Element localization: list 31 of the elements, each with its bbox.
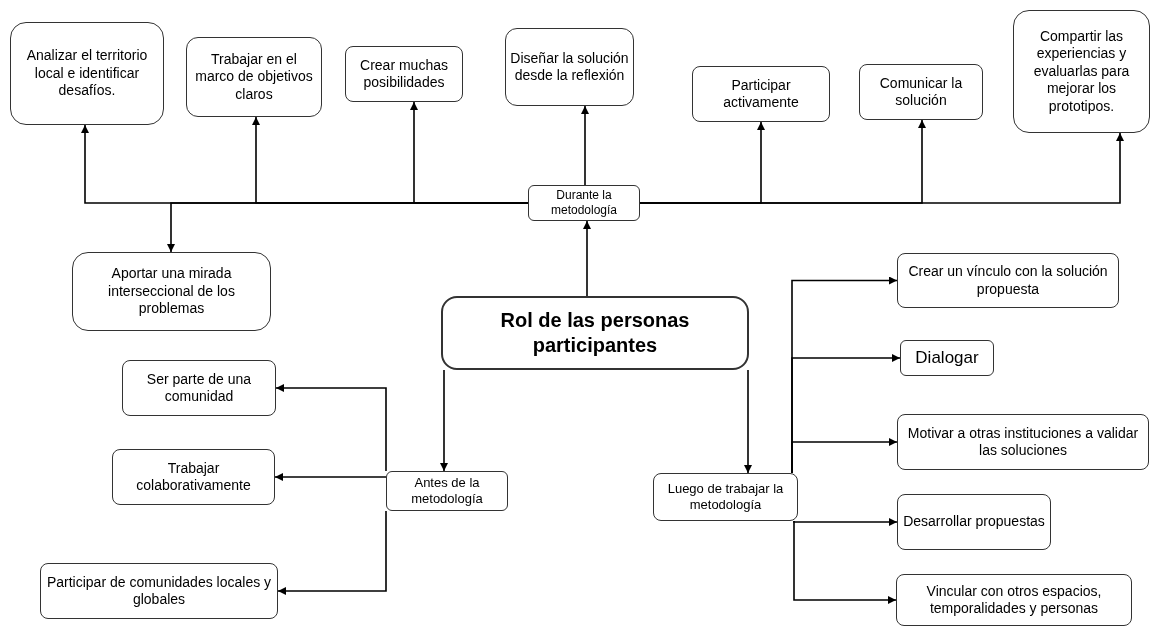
rounded-box: Dialogar: [900, 340, 994, 376]
rounded-box: Rol de las personas participantes: [441, 296, 749, 370]
arrow: [639, 132, 1124, 204]
arrow: [440, 369, 448, 472]
rounded-box: Analizar el territorio local e identificar desafíos.: [10, 22, 164, 125]
rounded-box: Comunicar la solución: [859, 64, 983, 120]
rounded-box: Trabajar colaborativamente: [112, 449, 275, 505]
arrow: [791, 438, 898, 474]
arrow: [581, 105, 589, 186]
rounded-box: Participar de comunidades locales y globales: [40, 563, 278, 619]
rounded-box: Crear muchas posibilidades: [345, 46, 463, 102]
arrow: [583, 220, 591, 297]
arrow: [744, 369, 752, 474]
rounded-box: Diseñar la solución desde la reflexión: [505, 28, 634, 106]
rounded-box: Luego de trabajar la metodología: [653, 473, 798, 521]
rounded-box: Compartir las experiencias y evaluarlas para mejorar los prototipos.: [1013, 10, 1150, 133]
arrow: [274, 473, 387, 481]
arrow: [793, 518, 898, 526]
arrow: [277, 510, 387, 595]
rounded-box: Aportar una mirada interseccional de los problemas: [72, 252, 271, 331]
rounded-box: Desarrollar propuestas: [897, 494, 1051, 550]
rounded-box: Trabajar en el marco de objetivos claros: [186, 37, 322, 117]
rounded-box: Participar activamente: [692, 66, 830, 122]
rounded-box: Vincular con otros espacios, temporalidades y personas: [896, 574, 1132, 626]
rounded-box: Motivar a otras instituciones a validar las soluciones: [897, 414, 1149, 470]
rounded-box: Durante la metodología: [528, 185, 640, 221]
arrow: [275, 384, 387, 472]
rounded-box: Antes de la metodología: [386, 471, 508, 511]
rounded-box: Crear un vínculo con la solución propuesta: [897, 253, 1119, 308]
arrow: [793, 520, 897, 604]
rounded-box: Ser parte de una comunidad: [122, 360, 276, 416]
